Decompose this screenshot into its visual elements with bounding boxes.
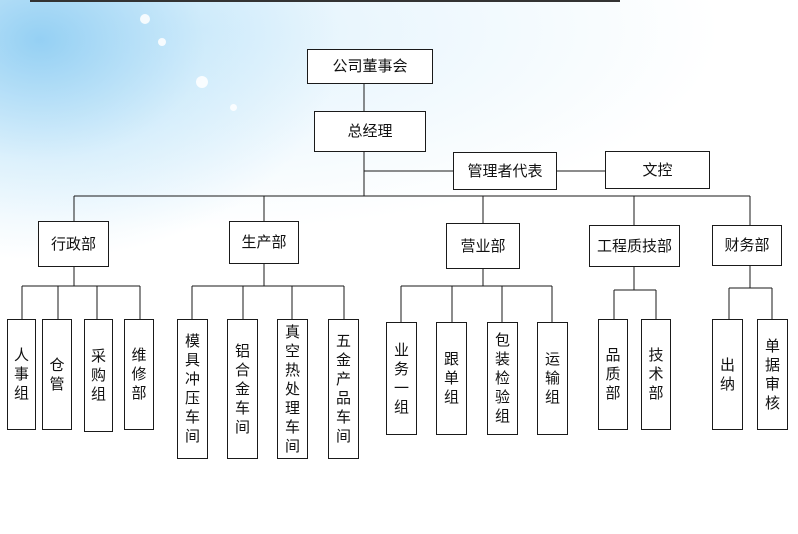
department-label: 行政部	[50, 234, 96, 253]
board-of-directors-box: 公司董事会	[307, 49, 433, 84]
board-of-directors-label: 公司董事会	[332, 57, 408, 75]
department-label: 工程质技部	[596, 236, 672, 255]
department-box-engineering-quality: 工程质技部	[589, 225, 680, 267]
general-manager-box: 总经理	[314, 111, 426, 152]
document-control-label: 文控	[642, 160, 673, 179]
top-rule	[30, 0, 620, 2]
department-box-sales: 营业部	[446, 223, 520, 269]
department-label: 财务部	[724, 236, 770, 254]
management-representative-label: 管理者代表	[467, 161, 543, 180]
team-label: 业务一组	[394, 340, 410, 416]
document-control-box: 文控	[605, 151, 710, 189]
team-label: 包装检验组	[495, 331, 511, 425]
team-label: 五金产品车间	[336, 332, 352, 445]
team-box: 品质部	[598, 319, 628, 430]
team-label: 单据审核	[765, 336, 781, 412]
bokeh-dot	[196, 76, 208, 88]
bokeh-dot	[158, 38, 166, 46]
management-representative-box: 管理者代表	[453, 152, 557, 190]
team-box: 出纳	[712, 319, 743, 430]
team-box: 模具冲压车间	[177, 319, 208, 459]
general-manager-label: 总经理	[347, 122, 393, 140]
team-label: 采购组	[91, 347, 107, 403]
department-label: 营业部	[460, 236, 506, 255]
team-label: 运输组	[545, 350, 561, 406]
team-box: 采购组	[84, 319, 113, 432]
bokeh-dot	[230, 104, 237, 111]
team-box: 单据审核	[757, 319, 788, 430]
team-box: 人事组	[7, 319, 36, 430]
team-label: 跟单组	[444, 350, 460, 406]
team-box: 技术部	[641, 319, 671, 430]
department-box-finance: 财务部	[712, 225, 782, 266]
team-label: 维修部	[131, 346, 147, 402]
team-label: 人事组	[14, 346, 30, 402]
department-box-production: 生产部	[229, 221, 299, 264]
team-box: 真空热处理车间	[277, 319, 308, 459]
team-label: 品质部	[605, 346, 621, 402]
team-label: 仓管	[49, 355, 65, 393]
team-box: 仓管	[42, 319, 72, 430]
team-label: 铝合金车间	[235, 341, 251, 436]
team-box: 业务一组	[386, 322, 417, 435]
team-box: 包装检验组	[487, 322, 518, 435]
team-label: 真空热处理车间	[285, 322, 301, 455]
team-label: 技术部	[648, 346, 664, 402]
department-box-admin: 行政部	[38, 221, 109, 267]
department-label: 生产部	[241, 233, 287, 251]
team-box: 五金产品车间	[328, 319, 359, 459]
team-box: 铝合金车间	[227, 319, 258, 459]
team-label: 出纳	[720, 355, 736, 393]
team-box: 跟单组	[436, 322, 467, 435]
team-label: 模具冲压车间	[185, 332, 201, 445]
team-box: 运输组	[537, 322, 568, 435]
bokeh-dot	[140, 14, 150, 24]
team-box: 维修部	[124, 319, 154, 430]
